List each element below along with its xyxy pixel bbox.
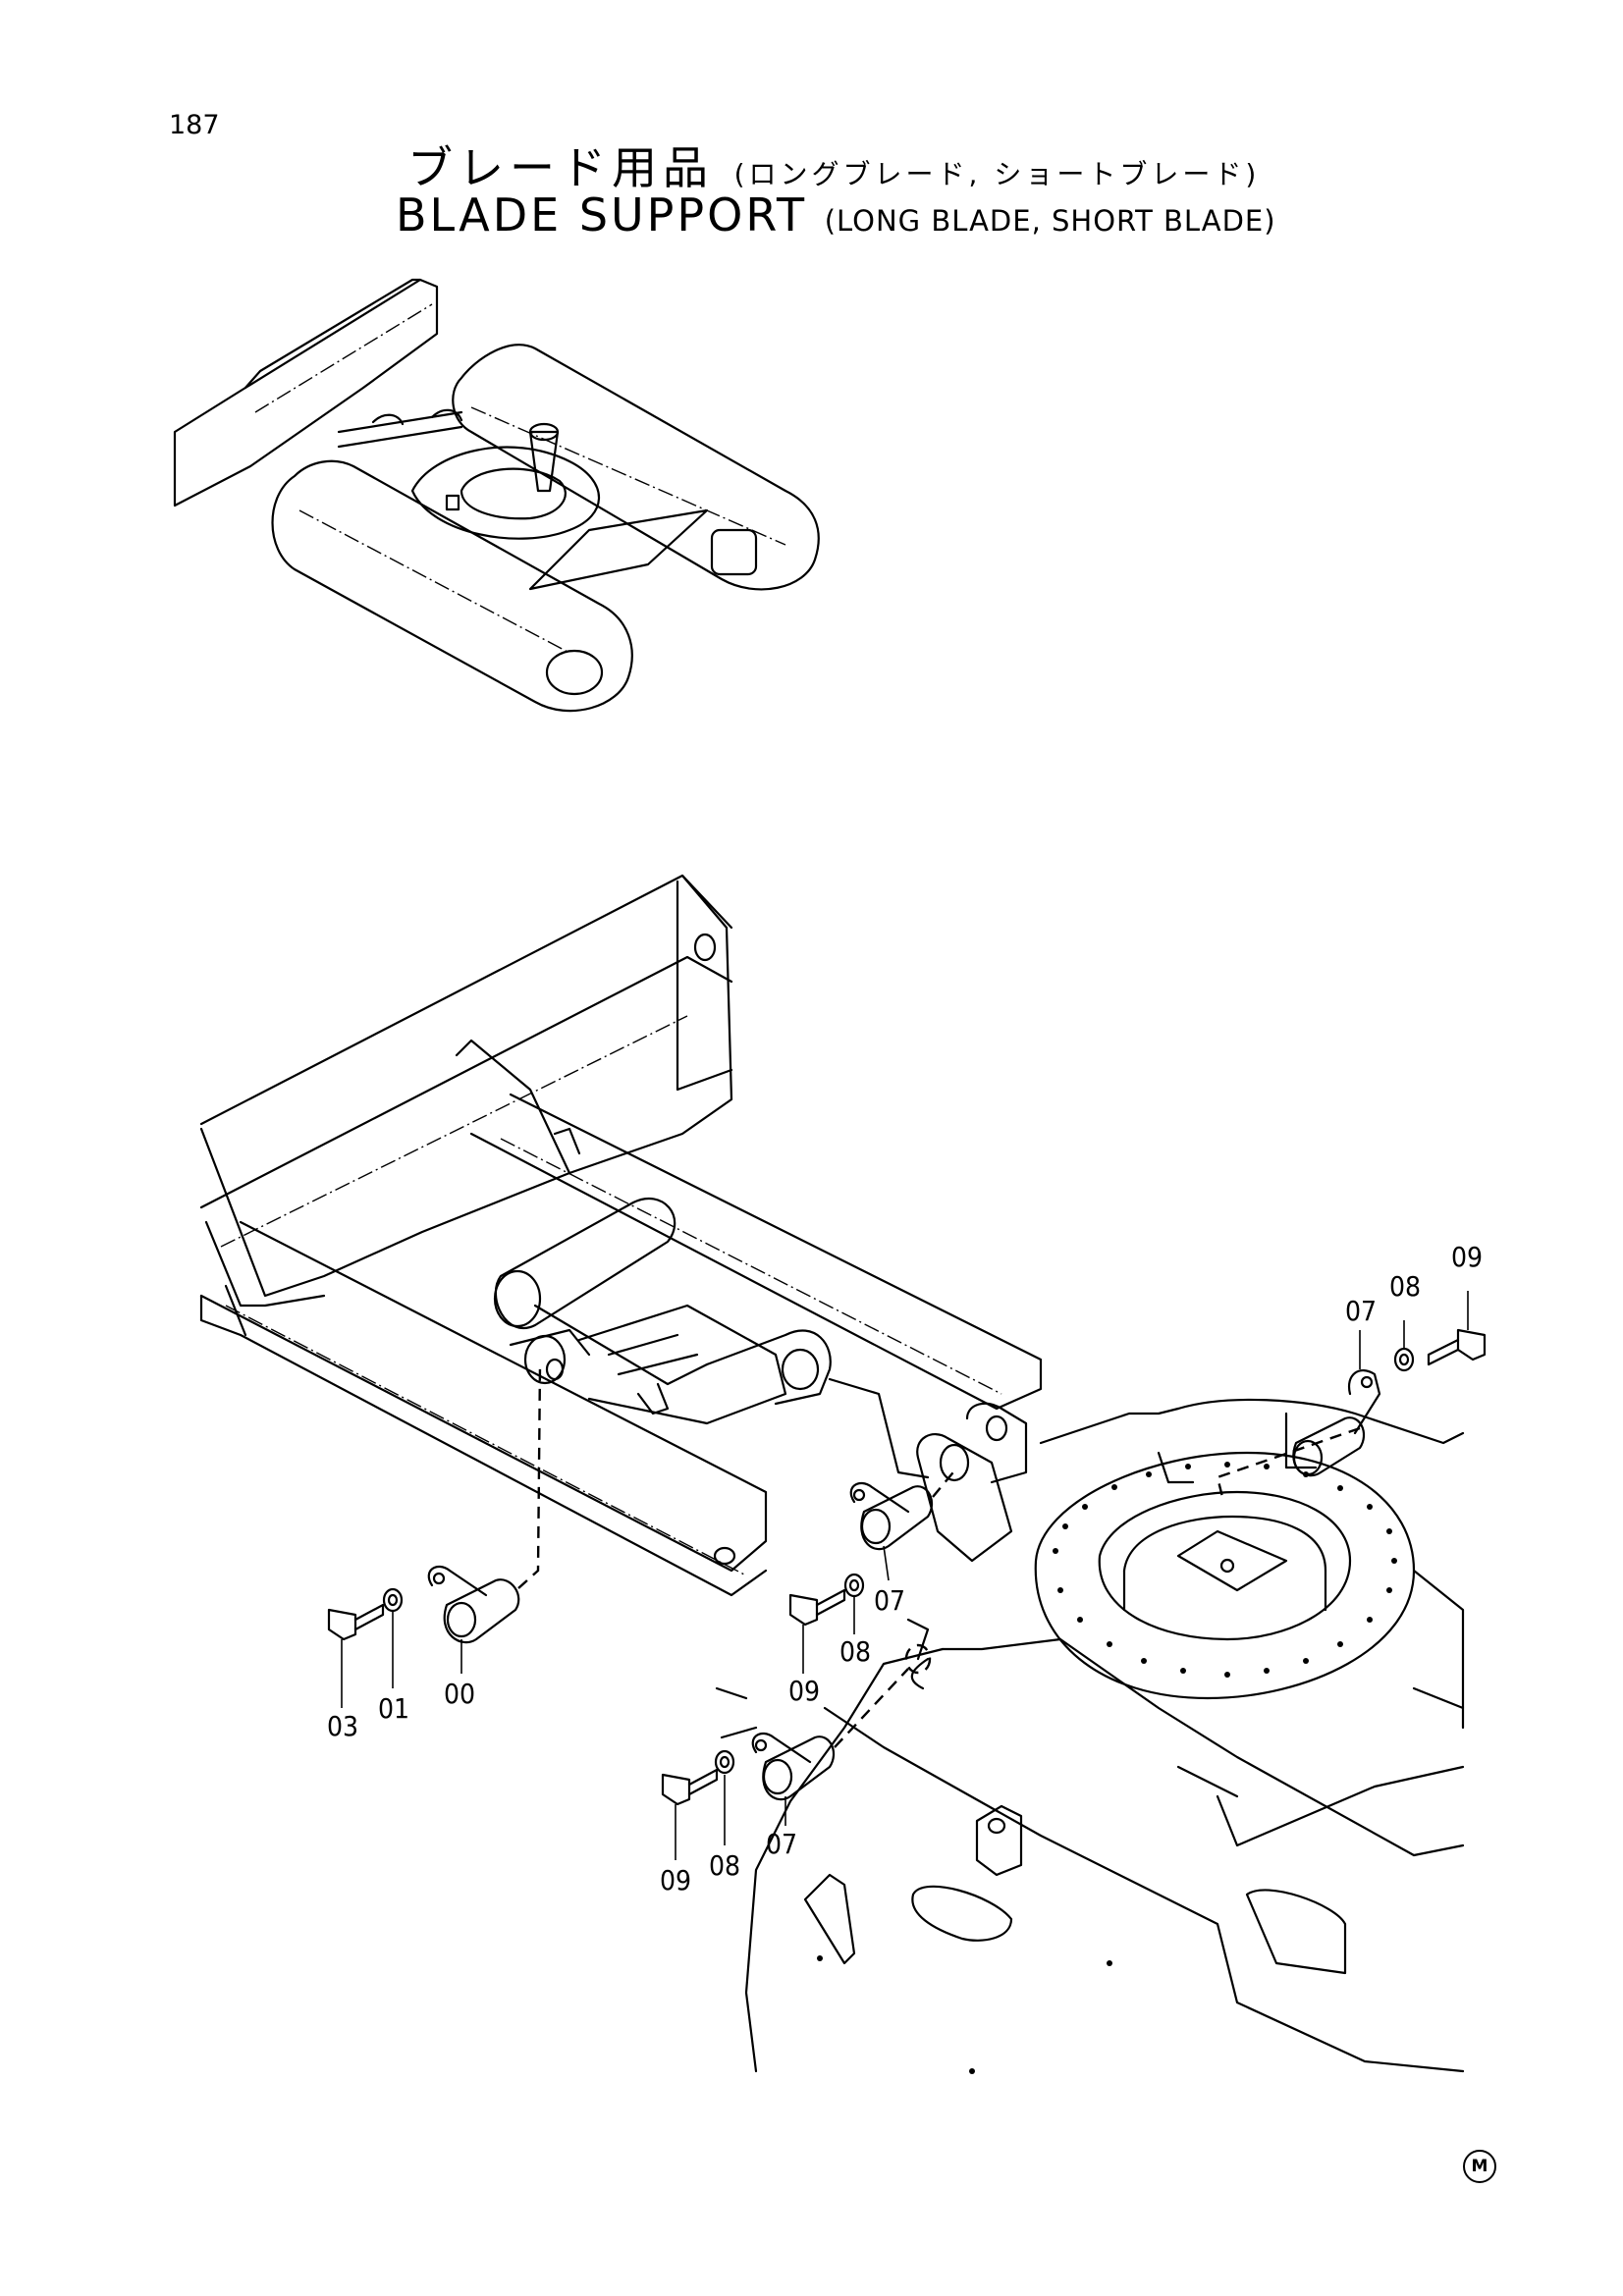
callout-08-lower: 08 [709,1849,740,1882]
callout-07-lower: 07 [766,1828,797,1860]
callout-09-middle: 09 [788,1675,820,1707]
blade [199,874,733,1298]
callout-09-lower: 09 [660,1864,691,1896]
revision-mark: M [1463,2150,1496,2183]
callout-07-upper: 07 [1345,1295,1377,1327]
blade-cylinder [494,1197,676,1329]
callout-labels: 00 01 03 07 08 09 07 08 09 07 08 09 [327,1241,1483,1896]
callout-08-middle: 08 [839,1635,871,1668]
overview-blade-top [243,278,422,390]
callout-01: 01 [378,1692,409,1725]
main-drawing [199,874,1465,2074]
pin-assembly-07-middle [788,1467,958,1627]
callout-09-upper: 09 [1451,1241,1483,1273]
title-japanese: ブレード用品 (ロングブレード, ショートブレード) [407,133,1260,197]
callout-07-middle: 07 [874,1584,905,1617]
title-en-subtitle: (LONG BLADE, SHORT BLADE) [824,204,1276,238]
title-english: BLADE SUPPORT (LONG BLADE, SHORT BLADE) [396,188,1276,241]
title-jp-main: ブレード用品 [407,141,714,194]
overview-drawing [173,278,820,713]
bearing-bolt-holes [1053,1462,1397,1678]
callout-03: 03 [327,1710,358,1742]
pin-assembly-07-upper [1216,1328,1487,1498]
title-jp-subtitle: (ロングブレード, ショートブレード) [733,158,1261,190]
callout-08-upper: 08 [1389,1270,1421,1303]
title-en-main: BLADE SUPPORT [396,188,808,241]
overview-track-right [452,344,820,591]
callout-00: 00 [444,1678,475,1710]
overview-blade [173,278,439,507]
overview-track-left [271,459,633,713]
pin-assembly-00 [327,1363,542,1644]
page-number: 187 [169,110,220,140]
blade-arm [199,1220,768,1573]
pin-assembly-07-lower [661,1643,932,1806]
leader-lines [341,1291,1469,1860]
